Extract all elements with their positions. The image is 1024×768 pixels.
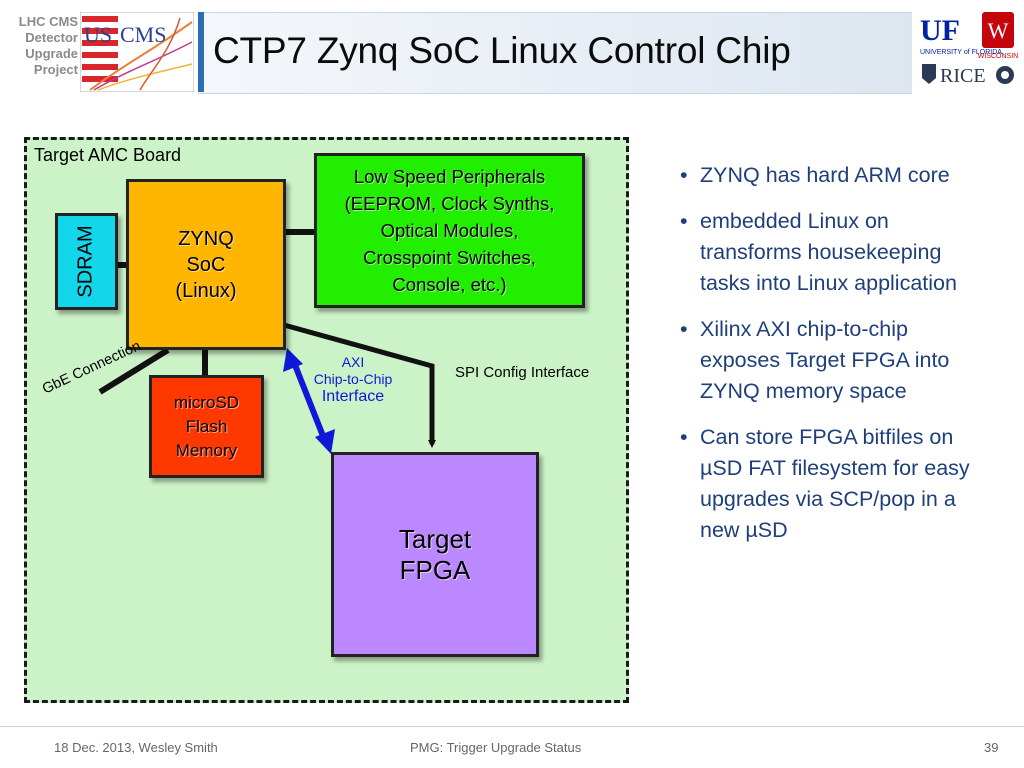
bullet-text: Can store FPGA bitfiles on µSD FAT files… bbox=[700, 425, 970, 542]
rice-shield bbox=[922, 64, 936, 84]
gear-icon bbox=[996, 66, 1014, 84]
us-cms-logo: US CMS bbox=[80, 12, 194, 92]
axi-label: AXI Chip-to-Chip Interface bbox=[300, 354, 406, 405]
bullet-text: embedded Linux on transforms housekeepin… bbox=[700, 209, 957, 295]
bullet-item: • Can store FPGA bitfiles on µSD FAT file… bbox=[680, 422, 990, 546]
spi-config-label: SPI Config Interface bbox=[455, 364, 590, 381]
project-label-line: LHC CMS bbox=[18, 14, 78, 29]
peripherals-block: Low Speed Peripherals (EEPROM, Clock Syn… bbox=[314, 153, 585, 308]
slide-title: CTP7 Zynq SoC Linux Control Chip bbox=[213, 30, 791, 71]
bullet-item: • ZYNQ has hard ARM core bbox=[680, 160, 990, 191]
title-bar bbox=[198, 12, 912, 94]
board-title: Target AMC Board bbox=[34, 145, 182, 165]
wisconsin-crest bbox=[982, 12, 1014, 48]
peripherals-label-line: Crosspoint Switches, bbox=[363, 247, 536, 268]
bullet-list: • ZYNQ has hard ARM core • embedded Linux … bbox=[680, 160, 990, 561]
page-number: 39 bbox=[984, 740, 999, 755]
axi-arrow bbox=[283, 348, 335, 454]
university-logos: UF UNIVERSITY of FLORIDA W WISCONSIN RIC… bbox=[920, 12, 1018, 87]
bullet-dot: • bbox=[680, 209, 688, 233]
uf-logo-text: UF bbox=[920, 14, 960, 47]
wisconsin-crest-letter: W bbox=[988, 18, 1009, 43]
logo-stripes bbox=[82, 16, 118, 82]
bullet-dot: • bbox=[680, 425, 688, 449]
peripherals-label-line: (EEPROM, Clock Synths, bbox=[344, 193, 555, 214]
target-fpga-block: Target FPGA bbox=[331, 452, 539, 657]
spi-config-arrow bbox=[283, 322, 436, 448]
logo-us-text: US bbox=[84, 22, 112, 47]
project-label-line: Detector bbox=[25, 30, 78, 45]
bullet-dot: • bbox=[680, 317, 688, 341]
project-label: LHC CMS Detector Upgrade Project bbox=[2, 14, 78, 78]
axi-label-line: AXI bbox=[341, 354, 365, 370]
fpga-label-line: Target bbox=[398, 523, 472, 554]
zynq-soc-block: ZYNQ SoC (Linux) bbox=[126, 179, 286, 350]
gbe-link bbox=[98, 347, 170, 395]
peripherals-label-line: Console, etc.) bbox=[392, 274, 507, 295]
peripherals-label-line: Low Speed Peripherals bbox=[353, 166, 546, 187]
logo-cms-text: CMS bbox=[120, 22, 166, 47]
axi-label-line: Chip-to-Chip bbox=[313, 371, 393, 387]
zynq-label-line: (Linux) bbox=[175, 279, 237, 302]
wisconsin-logo-text: WISCONSIN bbox=[978, 53, 1018, 60]
microsd-block: microSD Flash Memory bbox=[149, 375, 264, 478]
project-label-line: Upgrade bbox=[25, 46, 78, 61]
title-accent bbox=[198, 12, 204, 92]
microsd-label-line: Memory bbox=[175, 440, 238, 460]
bullet-dot: • bbox=[680, 163, 688, 187]
project-label-line: Project bbox=[33, 62, 78, 77]
rice-logo-text: RICE bbox=[940, 65, 986, 87]
axi-label-line: Interface bbox=[321, 388, 385, 405]
bullet-text: Xilinx AXI chip-to-chip exposes Target F… bbox=[700, 317, 950, 403]
peripherals-label-line: Optical Modules, bbox=[380, 220, 519, 241]
microsd-label-line: Flash bbox=[185, 416, 228, 436]
footer-divider bbox=[0, 726, 1024, 727]
zynq-label-line: ZYNQ bbox=[178, 227, 234, 250]
bullet-item: • embedded Linux on transforms housekeepi… bbox=[680, 206, 990, 299]
sdram-block: SDRAM bbox=[55, 213, 118, 310]
fpga-label-line: FPGA bbox=[399, 554, 471, 585]
sdram-label: SDRAM bbox=[75, 225, 98, 298]
bullet-item: • Xilinx AXI chip-to-chip exposes Target … bbox=[680, 314, 990, 407]
microsd-label-line: microSD bbox=[173, 392, 240, 412]
zynq-label-line: SoC bbox=[186, 253, 226, 276]
florida-logo-text: UNIVERSITY of FLORIDA bbox=[920, 49, 1002, 56]
footer-title: PMG: Trigger Upgrade Status bbox=[410, 740, 582, 755]
bullet-text: ZYNQ has hard ARM core bbox=[700, 163, 950, 187]
footer-date: 18 Dec. 2013, Wesley Smith bbox=[54, 740, 218, 755]
